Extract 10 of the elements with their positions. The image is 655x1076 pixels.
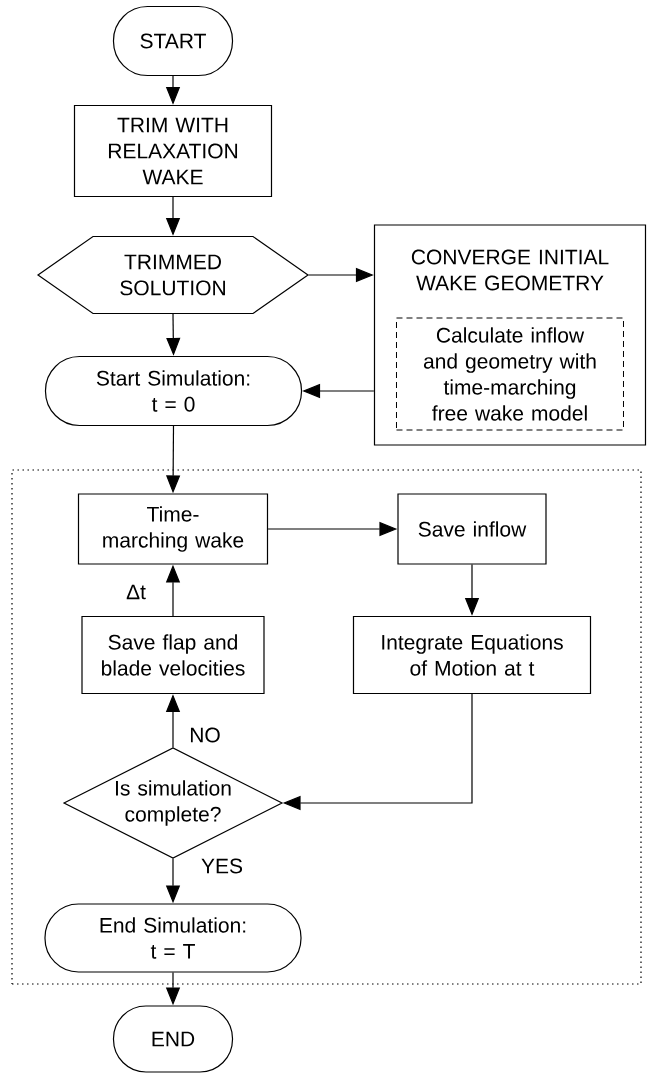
edge-label: NO [188,726,222,744]
edge-label: YES [200,857,244,875]
process-box: Integrate Equations of Motion at t [352,615,592,695]
dotted-region [11,469,642,985]
process-box: Time-marching wake [77,493,269,565]
edge-label: Δt [125,583,147,601]
process-box: Calculate inflow and geometry with time-marching free wake model [396,317,624,431]
process-box: Save inflow [397,493,547,565]
process-box: Save flap and blade velocities [81,615,265,695]
process-box: TRIM WITH RELAXATION WAKE [73,104,273,198]
